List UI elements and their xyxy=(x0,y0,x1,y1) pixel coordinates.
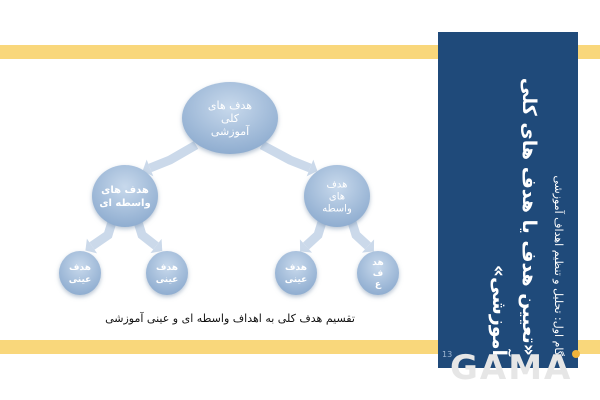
node-label-leaf-1-2: عینی xyxy=(69,275,92,285)
node-label-mid-right-2: های xyxy=(329,192,345,203)
connector-arrow-4 xyxy=(133,220,159,250)
connector-arrow-2 xyxy=(259,141,312,173)
node-label-mid-right-3: واسطه xyxy=(322,204,352,215)
node-label-leaf-3-2: عینی xyxy=(285,275,308,285)
node-leaf-2: هدف عینی xyxy=(146,251,188,295)
node-bubble-leaf-1 xyxy=(59,251,101,295)
node-label-root-1: هدف های xyxy=(208,99,252,112)
node-label-leaf-3-1: هدف xyxy=(285,263,307,273)
step-subtitle: گام اول: تحلیل و تنظیم اهداف آموزشی xyxy=(552,175,565,356)
connector-arrow-3 xyxy=(89,220,117,250)
node-bubble-mid-left xyxy=(92,165,158,227)
node-label-leaf-2-1: هدف xyxy=(156,263,178,273)
title-panel-text: گام اول: تحلیل و تنظیم اهداف آموزشی «تعی… xyxy=(438,32,578,368)
connector-arrow-5 xyxy=(302,220,327,250)
node-label-mid-right-1: هدف xyxy=(327,180,348,191)
node-label-leaf-4-1: هد xyxy=(372,258,383,268)
node-bubble-leaf-2 xyxy=(146,251,188,295)
logo-wordmark: GAMA xyxy=(450,348,572,386)
node-label-mid-left-1: هدف های xyxy=(101,185,149,196)
node-mid-left: هدف های واسطه ای xyxy=(92,165,158,227)
node-label-leaf-2-2: عینی xyxy=(156,275,179,285)
node-label-leaf-1-1: هدف xyxy=(69,263,91,273)
title-panel: گام اول: تحلیل و تنظیم اهداف آموزشی «تعی… xyxy=(438,32,578,368)
slide-number: 13 xyxy=(442,350,453,359)
gama-logo-mark: GAMA xyxy=(450,348,580,388)
gama-logo: GAMA xyxy=(440,346,590,388)
node-leaf-3: هدف عینی xyxy=(275,251,317,295)
node-label-mid-left-2: واسطه ای xyxy=(99,198,150,209)
connector-arrowhead-4 xyxy=(150,238,163,254)
slide-title: «تعیین هدف یا هدف های کلی آموزشی» xyxy=(488,77,540,356)
node-bubble-leaf-4 xyxy=(357,251,399,295)
node-label-root-2: کلی xyxy=(221,112,240,125)
node-label-leaf-4-2: ف xyxy=(373,269,383,279)
node-label-root-3: آموزشی xyxy=(211,124,250,138)
connector-arrow-1 xyxy=(148,141,199,173)
node-bubble-leaf-3 xyxy=(275,251,317,295)
node-bubble-root xyxy=(182,82,278,154)
connector-arrowhead-2 xyxy=(306,159,318,177)
node-label-leaf-4-3: ع xyxy=(375,280,382,290)
diagram-caption: تقسیم هدف کلی به اهداف واسطه ای و عینی آ… xyxy=(105,312,355,325)
node-leaf-1: هدف عینی xyxy=(59,251,101,295)
connector-arrowhead-3 xyxy=(85,238,98,254)
connector-arrowhead-6 xyxy=(361,239,375,253)
logo-dot-icon xyxy=(572,350,580,358)
connector-arrow-6 xyxy=(347,220,372,250)
connector-arrowhead-5 xyxy=(299,239,313,253)
node-bubble-mid-right xyxy=(304,165,370,227)
